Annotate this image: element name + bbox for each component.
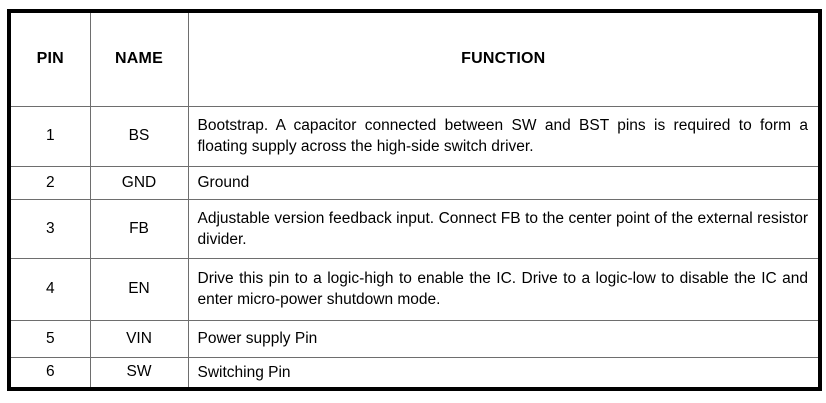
- pin-number: 3: [8, 198, 91, 259]
- pin-number: 2: [8, 165, 91, 200]
- pin-name: VIN: [89, 319, 189, 358]
- table-row: 1 BS Bootstrap. A capacitor connected be…: [8, 105, 821, 167]
- pin-name: GND: [89, 165, 189, 200]
- pin-number: 4: [8, 257, 91, 321]
- pin-function: Ground: [187, 165, 821, 200]
- table-row: 2 GND Ground: [8, 165, 821, 200]
- pin-number: 5: [8, 319, 91, 358]
- pin-name: SW: [89, 356, 189, 389]
- table-row: 3 FB Adjustable version feedback input. …: [8, 198, 821, 259]
- pin-function: Bootstrap. A capacitor connected between…: [187, 105, 821, 167]
- header-pin: PIN: [8, 10, 91, 107]
- pin-number: 1: [8, 105, 91, 167]
- pin-function: Switching Pin: [187, 356, 821, 389]
- pin-function: Adjustable version feedback input. Conne…: [187, 198, 821, 259]
- pin-function: Drive this pin to a logic-high to enable…: [187, 257, 821, 321]
- table-row: 5 VIN Power supply Pin: [8, 319, 821, 358]
- pin-name: BS: [89, 105, 189, 167]
- pin-function: Power supply Pin: [187, 319, 821, 358]
- header-function: FUNCTION: [187, 10, 821, 107]
- pin-name: EN: [89, 257, 189, 321]
- table-row: 6 SW Switching Pin: [8, 356, 821, 389]
- table-header-row: PIN NAME FUNCTION: [8, 10, 821, 107]
- pin-function-table: PIN NAME FUNCTION 1 BS Bootstrap. A capa…: [7, 9, 822, 391]
- header-name: NAME: [89, 10, 189, 107]
- table-row: 4 EN Drive this pin to a logic-high to e…: [8, 257, 821, 321]
- pin-number: 6: [8, 356, 91, 389]
- pin-name: FB: [89, 198, 189, 259]
